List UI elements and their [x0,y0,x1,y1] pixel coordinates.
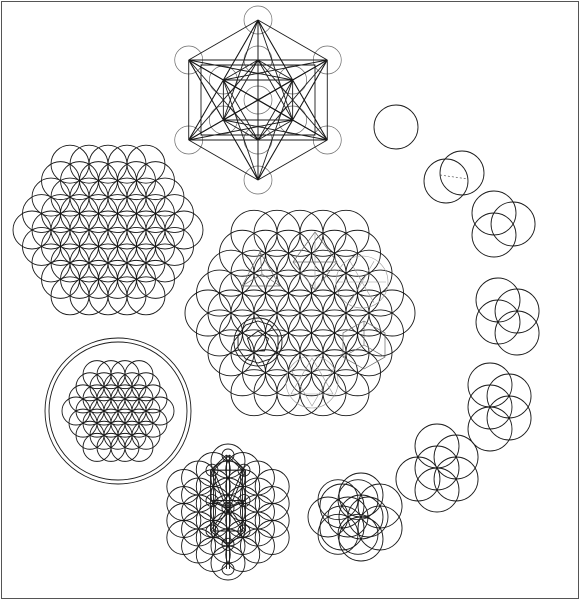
genesis-step-4 [475,277,540,356]
connector-line [223,119,328,141]
tetrahedron-edge [261,273,281,287]
genesis-step-6 [395,423,479,513]
icosahedron-edge [361,261,375,283]
petal-circle [210,545,246,581]
genesis-circle [337,479,379,521]
path-line [229,454,246,471]
genesis-circle [373,104,419,150]
genesis-circle [467,406,513,452]
connector-line [222,19,259,121]
tree-of-life [166,443,290,581]
genesis-circle [494,310,540,356]
path-line [210,530,227,545]
connector-line [257,19,328,61]
genesis-sequence [307,104,540,562]
star-triangle-up [290,357,334,395]
petal-circle [368,289,416,337]
sephirah-node [237,494,251,508]
icosahedron-edge [349,261,363,283]
genesis-step-2 [423,150,485,204]
tetrahedron-edge [259,251,263,275]
cube-edge [342,344,365,358]
icosahedron-edge [361,281,375,303]
petal-circle [164,210,204,250]
metatrons-cube [174,5,342,195]
star-triangle-down [290,369,334,407]
genesis-step-5 [467,362,532,452]
genesis-circle [423,158,469,204]
sephirah-node [221,448,235,462]
genesis-circle [319,483,365,529]
genesis-axis [439,174,469,180]
tetrahedron-icon [241,251,281,287]
genesis-circle [494,288,540,334]
connector-line [222,79,259,181]
sephirah-node [221,501,235,515]
icosahedron-edge [349,281,363,303]
flower-of-life-hexagon [12,144,204,316]
genesis-step-3 [471,190,536,258]
dodecahedron-icon [233,317,283,367]
connector-line [257,139,328,181]
genesis-circle [395,456,441,502]
genesis-step-final [307,479,389,555]
icosahedron-icon [335,255,389,309]
connector-line [188,59,328,141]
sephirah-node [205,463,219,477]
tetrahedron-edge [241,273,263,287]
connector-line [223,59,328,81]
genesis-step-1 [373,104,419,150]
dodecahedron-face [247,330,269,352]
inner-ring [48,341,188,481]
star-tetrahedron-icon [285,355,339,409]
connector-line [188,19,259,61]
outer-ring [44,337,192,485]
dodecahedron-face [237,320,279,364]
sephirah-node [237,463,251,477]
genesis-circle [490,201,536,247]
flower-of-life-in-circle [44,337,192,485]
cube-outline [200,64,316,136]
flower-of-life-with-platonic-solids [184,209,416,417]
sephirah-node [221,537,235,551]
sephirah-node [205,494,219,508]
genesis-circle [317,479,359,521]
petal-circle [145,396,175,426]
connector-line [188,59,259,181]
sephirah-node [237,524,251,538]
cube-edge [363,344,386,358]
genesis-circle [439,150,485,196]
path-line [210,454,227,471]
genesis-circle [319,505,365,551]
path-line [229,530,246,545]
connector-line [257,59,328,141]
sephirah-node [205,524,219,538]
cube-icon [342,320,386,370]
sephirah-node [221,562,235,576]
genesis-step-7 [319,472,403,562]
connector-line [188,139,259,181]
